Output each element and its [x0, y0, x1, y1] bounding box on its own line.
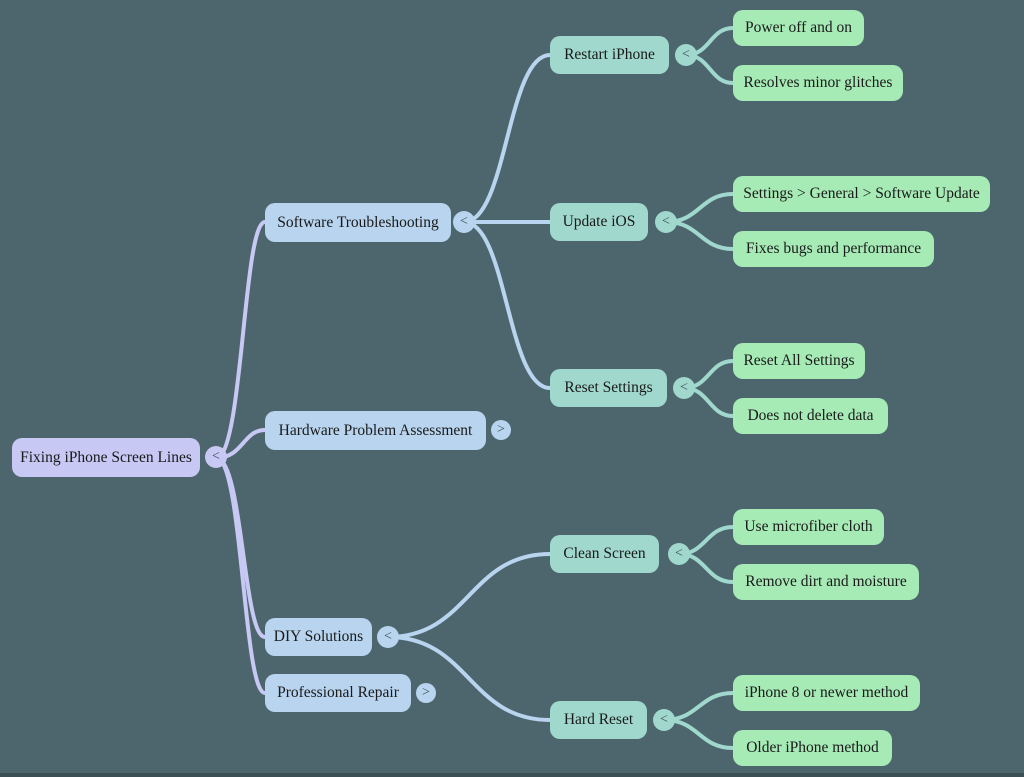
- link-software-restart-iphone: [462, 53, 552, 224]
- node-reset-settings[interactable]: Reset Settings: [550, 369, 667, 407]
- toggle-diy-solutions[interactable]: <: [377, 626, 399, 648]
- node-reset-all-settings[interactable]: Reset All Settings: [733, 343, 865, 379]
- node-software-troubleshooting[interactable]: Software Troubleshooting: [265, 203, 451, 242]
- window-bottom-edge: [0, 773, 1024, 777]
- toggle-hard-reset[interactable]: <: [653, 709, 675, 731]
- node-restart-iphone[interactable]: Restart iPhone: [550, 36, 669, 74]
- node-update-ios[interactable]: Update iOS: [550, 203, 648, 241]
- node-resolves-minor-glitches[interactable]: Resolves minor glitches: [733, 65, 903, 101]
- node-settings-general-software-update[interactable]: Settings > General > Software Update: [733, 176, 990, 212]
- link-root-software-troubleshooting: [214, 220, 267, 460]
- node-iphone-8-or-newer-method[interactable]: iPhone 8 or newer method: [733, 675, 920, 711]
- node-hardware-problem-assessment[interactable]: Hardware Problem Assessment: [265, 411, 486, 450]
- node-power-off-and-on[interactable]: Power off and on: [733, 10, 864, 46]
- link-root-professional-repair: [214, 456, 267, 695]
- node-professional-repair[interactable]: Professional Repair: [265, 674, 411, 712]
- node-does-not-delete-data[interactable]: Does not delete data: [733, 398, 888, 434]
- node-clean-screen[interactable]: Clean Screen: [550, 535, 659, 573]
- toggle-restart-iphone[interactable]: <: [675, 44, 697, 66]
- toggle-software-troubleshooting[interactable]: <: [453, 211, 475, 233]
- toggle-professional-repair[interactable]: >: [416, 683, 436, 703]
- link-hard-older-iphone: [662, 718, 735, 750]
- link-diy-hard-reset: [386, 635, 552, 722]
- node-use-microfiber-cloth[interactable]: Use microfiber cloth: [733, 509, 884, 545]
- toggle-reset-settings[interactable]: <: [673, 377, 695, 399]
- node-fixes-bugs-and-performance[interactable]: Fixes bugs and performance: [733, 231, 934, 267]
- link-software-reset-settings: [462, 220, 552, 390]
- node-older-iphone-method[interactable]: Older iPhone method: [733, 730, 892, 766]
- node-hard-reset[interactable]: Hard Reset: [550, 701, 647, 739]
- toggle-fixing-iphone-screen-lines[interactable]: <: [205, 446, 227, 468]
- link-diy-clean-screen: [386, 552, 552, 639]
- node-fixing-iphone-screen-lines[interactable]: Fixing iPhone Screen Lines: [12, 438, 200, 477]
- node-diy-solutions[interactable]: DIY Solutions: [265, 618, 372, 656]
- toggle-clean-screen[interactable]: <: [668, 543, 690, 565]
- node-remove-dirt-and-moisture[interactable]: Remove dirt and moisture: [733, 564, 919, 600]
- toggle-hardware-problem-assessment[interactable]: >: [491, 420, 511, 440]
- toggle-update-ios[interactable]: <: [655, 211, 677, 233]
